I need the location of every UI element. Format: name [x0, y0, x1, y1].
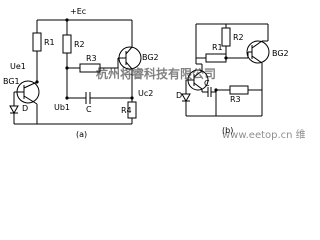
- resistor-r3-b: [229, 85, 249, 95]
- watermark-center: 杭州将睿科技有限公司: [96, 66, 216, 81]
- r1b-label: R1: [212, 43, 223, 52]
- r2b-label: R2: [233, 33, 244, 42]
- bg2-label: BG2: [142, 53, 159, 62]
- diodeb-label: D: [176, 91, 182, 100]
- uc2-label: Uc2: [138, 89, 153, 98]
- r2-label: R2: [74, 40, 85, 49]
- watermark-corner: www.eetop.cn 维库: [222, 128, 305, 141]
- resistor-r2: [62, 34, 72, 54]
- circuit-b: R2 R1 BG2 D: [176, 23, 289, 135]
- caption-b: (b): [222, 126, 233, 135]
- diode-d-b: [181, 93, 191, 103]
- bg1-label: BG1: [3, 77, 20, 86]
- diode-label: D: [22, 104, 28, 113]
- bg2b-label: BG2: [272, 49, 289, 58]
- caption-a: (a): [76, 130, 87, 139]
- ub1-label: Ub1: [54, 103, 70, 112]
- supply-label: +Ec: [70, 7, 86, 16]
- circuit-diagram: +Ec R1 R2 R3 BG2 R4 Uc2: [3, 7, 305, 141]
- resistor-r1: [32, 32, 42, 52]
- cap-label: C: [86, 105, 92, 114]
- capb-label: C: [204, 79, 210, 88]
- r4-label: R4: [121, 106, 132, 115]
- r1-label: R1: [44, 38, 55, 47]
- resistor-r1-b: [205, 53, 227, 63]
- diode-d: [9, 105, 19, 115]
- circuit-a: +Ec R1 R2 R3 BG2 R4 Uc2: [3, 7, 159, 139]
- r3-label: R3: [86, 54, 97, 63]
- r3b-label: R3: [230, 95, 241, 104]
- ue1-label: Ue1: [10, 62, 26, 71]
- resistor-r2-b: [221, 27, 231, 47]
